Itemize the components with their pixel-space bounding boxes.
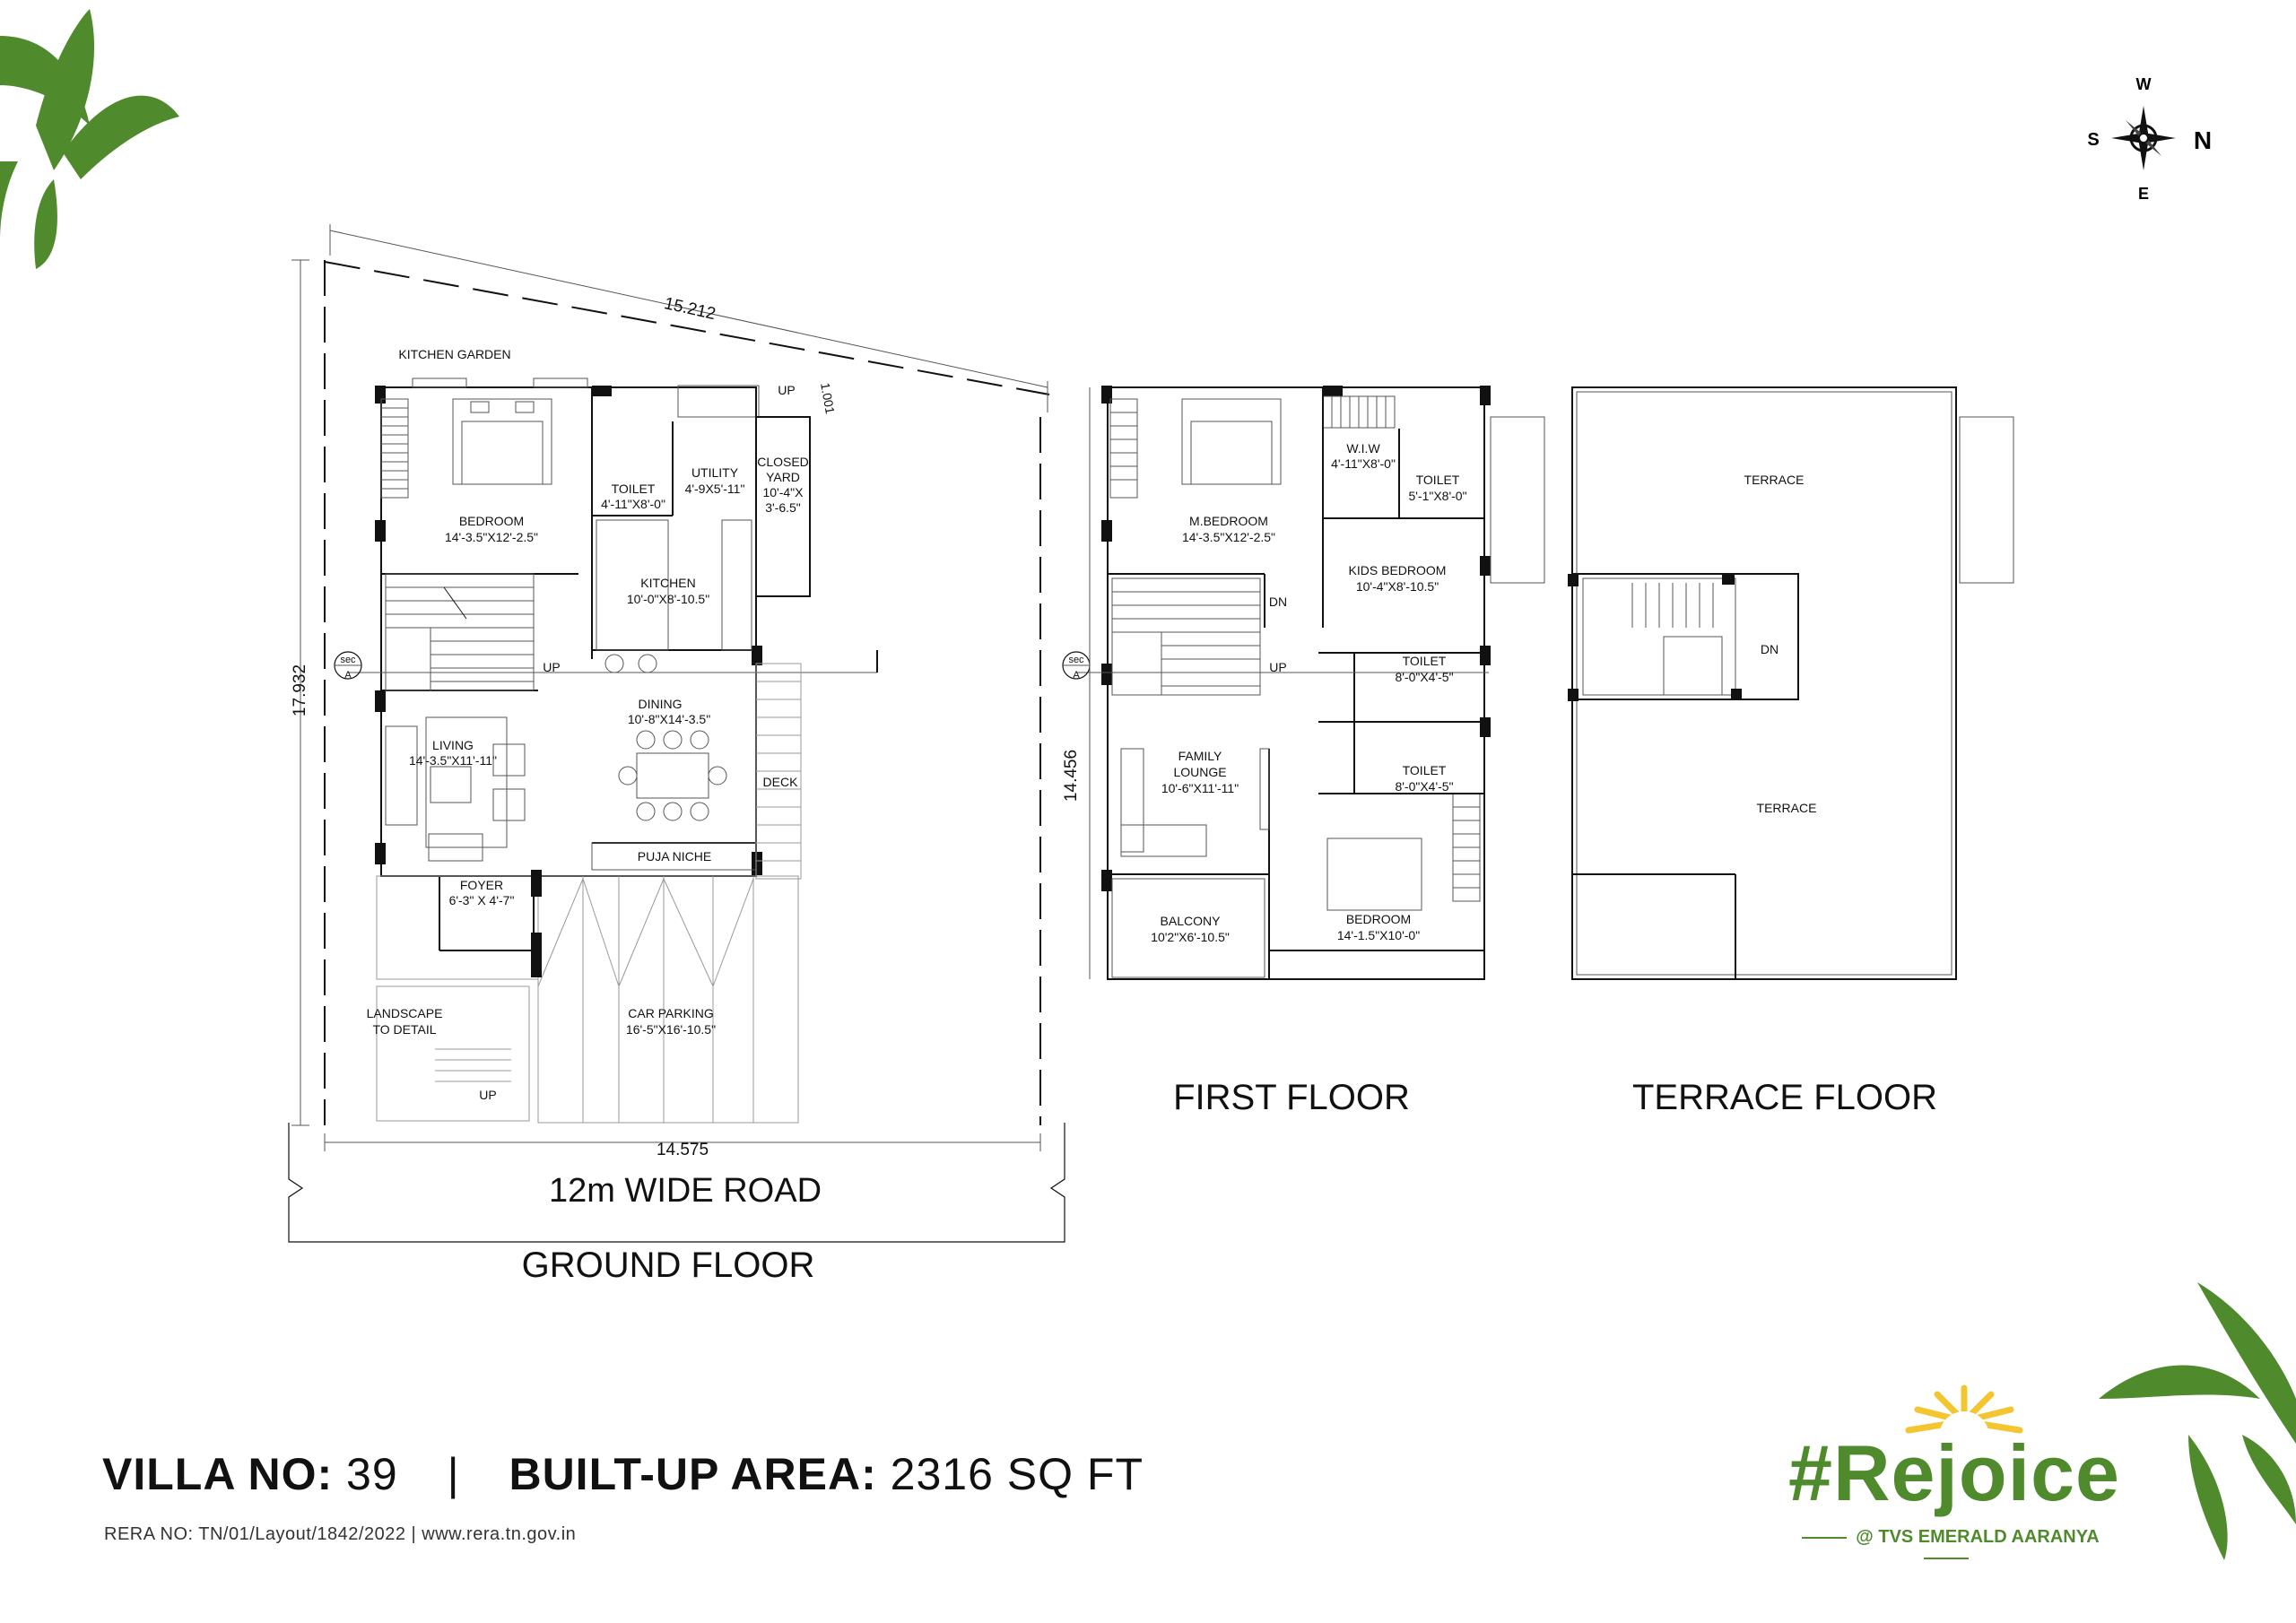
label-landscape-2: TO DETAIL bbox=[372, 1022, 436, 1037]
terrace-floor-plan: TERRACE TERRACE DN TERRACE FLOOR bbox=[1568, 386, 1957, 1117]
label-closed-yard-3: 10'-4"X bbox=[762, 485, 804, 499]
label-up-stair: UP bbox=[543, 660, 560, 674]
size-utility: 4'-9X5'-11" bbox=[685, 482, 745, 496]
compass-n: N bbox=[2194, 126, 2212, 154]
ff-section-letter: A bbox=[1073, 670, 1080, 681]
ff-size-toilet-1: 5'-1"X8'-0" bbox=[1408, 489, 1466, 503]
ground-floor-plan: 15.212 1.001 17.932 14.575 12m WIDE ROAD bbox=[288, 224, 1065, 1285]
logo-text: #Rejoice bbox=[1788, 1428, 2120, 1517]
rejoice-logo: #Rejoice @ TVS EMERALD AARANYA bbox=[1776, 1381, 2135, 1560]
dim-corner: 1.001 bbox=[818, 381, 838, 414]
compass-w: W bbox=[2136, 75, 2152, 93]
area-value: 2316 SQ FT bbox=[890, 1449, 1144, 1499]
ff-size-kids-bedroom: 10'-4"X8'-10.5" bbox=[1356, 579, 1439, 594]
info-separator: | bbox=[447, 1449, 460, 1499]
ff-size-toilet-3: 8'-0"X4'-5" bbox=[1395, 779, 1453, 794]
ff-size-wiw: 4'-11"X8'-0" bbox=[1331, 456, 1396, 471]
label-closed-yard-4: 3'-6.5" bbox=[765, 500, 801, 515]
palm-leaf-bottom-right bbox=[2099, 1282, 2296, 1560]
compass-s: S bbox=[2087, 130, 2099, 150]
section-sec: sec bbox=[340, 655, 356, 665]
ff-size-mbedroom: 14'-3.5"X12'-2.5" bbox=[1182, 530, 1275, 544]
label-kitchen: KITCHEN bbox=[640, 576, 695, 590]
size-toilet: 4'-11"X8'-0" bbox=[601, 497, 665, 511]
label-dining: DINING bbox=[639, 697, 683, 711]
ff-dim-right: 14.456 bbox=[1062, 750, 1081, 802]
size-kitchen: 10'-0"X8'-10.5" bbox=[627, 592, 709, 606]
first-floor-plan: sec A 14.456 M.BEDROOM 14'-3.5"X12'-2.5"… bbox=[1062, 386, 2014, 1117]
label-puja-niche: PUJA NICHE bbox=[638, 849, 711, 864]
ff-label-family-2: LOUNGE bbox=[1173, 765, 1226, 779]
villa-info: VILLA NO: 39 | BUILT-UP AREA: 2316 SQ FT bbox=[102, 1448, 1144, 1500]
ff-label-toilet-3: TOILET bbox=[1403, 763, 1447, 777]
label-kitchen-garden: KITCHEN GARDEN bbox=[398, 347, 510, 361]
label-car-parking: CAR PARKING bbox=[628, 1006, 713, 1020]
label-foyer: FOYER bbox=[460, 878, 503, 892]
compass-e: E bbox=[2138, 185, 2149, 203]
ff-size-balcony: 10'2"X6'-10.5" bbox=[1151, 930, 1230, 944]
label-toilet: TOILET bbox=[612, 482, 656, 496]
ff-size-family: 10'-6"X11'-11" bbox=[1161, 781, 1239, 795]
rera-number: RERA NO: TN/01/Layout/1842/2022 | www.re… bbox=[104, 1524, 577, 1544]
ff-section-sec: sec bbox=[1068, 655, 1084, 665]
label-up-yard: UP bbox=[778, 383, 795, 397]
terrace-label-2: TERRACE bbox=[1757, 801, 1817, 815]
size-bedroom: 14'-3.5"X12'-2.5" bbox=[445, 530, 538, 544]
ff-label-family-1: FAMILY bbox=[1178, 749, 1222, 763]
ff-label-toilet-1: TOILET bbox=[1416, 473, 1460, 487]
compass-icon: W S N E bbox=[2087, 75, 2212, 203]
ff-label-up: UP bbox=[1269, 660, 1286, 674]
label-utility: UTILITY bbox=[691, 465, 739, 480]
size-living: 14'-3.5"X11'-11" bbox=[409, 753, 497, 768]
ff-size-bedroom: 14'-1.5"X10'-0" bbox=[1337, 928, 1420, 942]
dim-top: 15.212 bbox=[663, 294, 718, 324]
ground-floor-title: GROUND FLOOR bbox=[522, 1245, 815, 1285]
ff-label-mbedroom: M.BEDROOM bbox=[1189, 514, 1268, 528]
logo-tagline: @ TVS EMERALD AARANYA bbox=[1776, 1527, 2117, 1568]
size-dining: 10'-8"X14'-3.5" bbox=[628, 712, 710, 726]
label-closed-yard-1: CLOSED bbox=[757, 455, 809, 469]
label-bedroom: BEDROOM bbox=[459, 514, 524, 528]
villa-value: 39 bbox=[346, 1449, 398, 1499]
terrace-label-dn: DN bbox=[1761, 642, 1779, 656]
ff-label-wiw: W.I.W bbox=[1346, 441, 1380, 456]
area-label: BUILT-UP AREA: bbox=[509, 1449, 877, 1499]
label-up-entry: UP bbox=[479, 1088, 496, 1102]
palm-leaf-top-left bbox=[0, 9, 179, 269]
ff-size-toilet-2: 8'-0"X4'-5" bbox=[1395, 670, 1453, 684]
dim-bottom: 14.575 bbox=[657, 1141, 709, 1159]
ff-label-balcony: BALCONY bbox=[1161, 914, 1222, 928]
ff-label-dn: DN bbox=[1269, 595, 1287, 609]
dim-left: 17.932 bbox=[291, 664, 309, 716]
size-foyer: 6'-3" X 4'-7" bbox=[449, 893, 515, 907]
villa-label: VILLA NO: bbox=[102, 1449, 334, 1499]
label-closed-yard-2: YARD bbox=[766, 470, 800, 484]
terrace-floor-title: TERRACE FLOOR bbox=[1632, 1078, 1937, 1117]
ff-label-toilet-2: TOILET bbox=[1403, 654, 1447, 668]
label-deck: DECK bbox=[763, 775, 799, 789]
ff-label-kids-bedroom: KIDS BEDROOM bbox=[1349, 563, 1447, 577]
sun-icon bbox=[1905, 1384, 2023, 1453]
first-floor-title: FIRST FLOOR bbox=[1173, 1078, 1410, 1117]
terrace-label-1: TERRACE bbox=[1744, 473, 1805, 487]
section-letter: A bbox=[344, 670, 352, 681]
ff-label-bedroom: BEDROOM bbox=[1346, 912, 1411, 926]
road-label: 12m WIDE ROAD bbox=[549, 1172, 822, 1210]
label-living: LIVING bbox=[432, 738, 474, 752]
size-car-parking: 16'-5"X16'-10.5" bbox=[626, 1022, 716, 1037]
label-landscape-1: LANDSCAPE bbox=[367, 1006, 443, 1020]
